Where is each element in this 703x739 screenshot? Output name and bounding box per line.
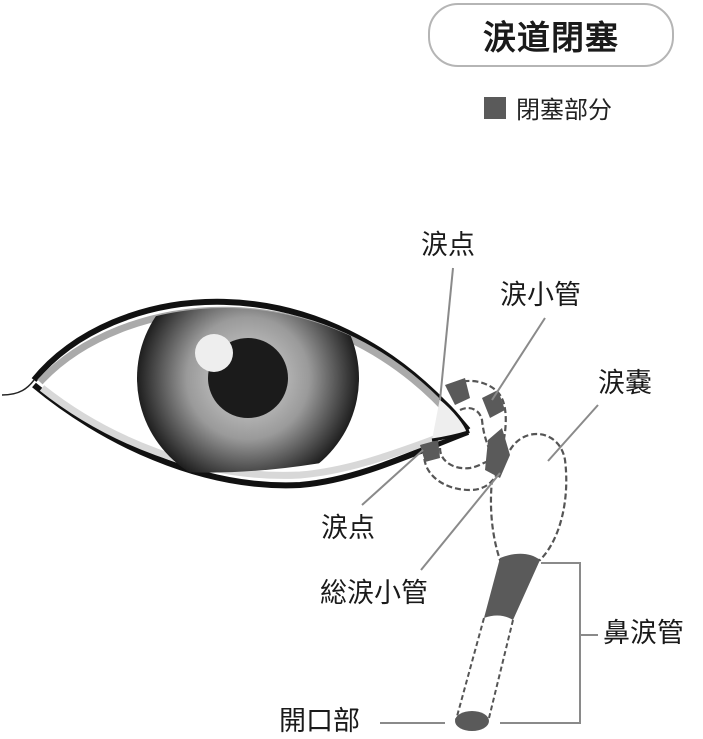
label-nasolacrimal-duct: 鼻涙管	[603, 618, 684, 649]
eye-outer-corner	[1, 379, 35, 396]
highlight	[195, 334, 233, 372]
label-opening: 開口部	[279, 706, 360, 737]
blocked-upper-punctum	[445, 378, 470, 405]
blocked-upper-canaliculus	[482, 390, 505, 418]
lower-eyelid	[32, 382, 470, 489]
duct-opening	[455, 711, 489, 731]
blocked-common-canaliculus	[485, 428, 510, 478]
lacrimal-sac-outline	[489, 432, 568, 562]
nasolacrimal-duct-outline	[455, 617, 514, 721]
label-upper-punctum: 涙点	[421, 230, 475, 261]
legend: 閉塞部分	[484, 90, 612, 125]
label-lower-punctum: 涙点	[321, 513, 375, 544]
legend-label: 閉塞部分	[516, 96, 612, 124]
legend-swatch	[484, 96, 506, 119]
label-lacrimal-sac: 涙嚢	[598, 368, 652, 399]
title-box: 涙道閉塞	[428, 3, 674, 67]
blocked-lower-punctum	[420, 440, 440, 462]
blocked-nasolacrimal-duct	[484, 553, 540, 620]
label-canaliculus: 涙小管	[500, 280, 581, 311]
page-title: 涙道閉塞	[483, 18, 619, 57]
label-common-canaliculus: 総涙小管	[320, 578, 428, 609]
